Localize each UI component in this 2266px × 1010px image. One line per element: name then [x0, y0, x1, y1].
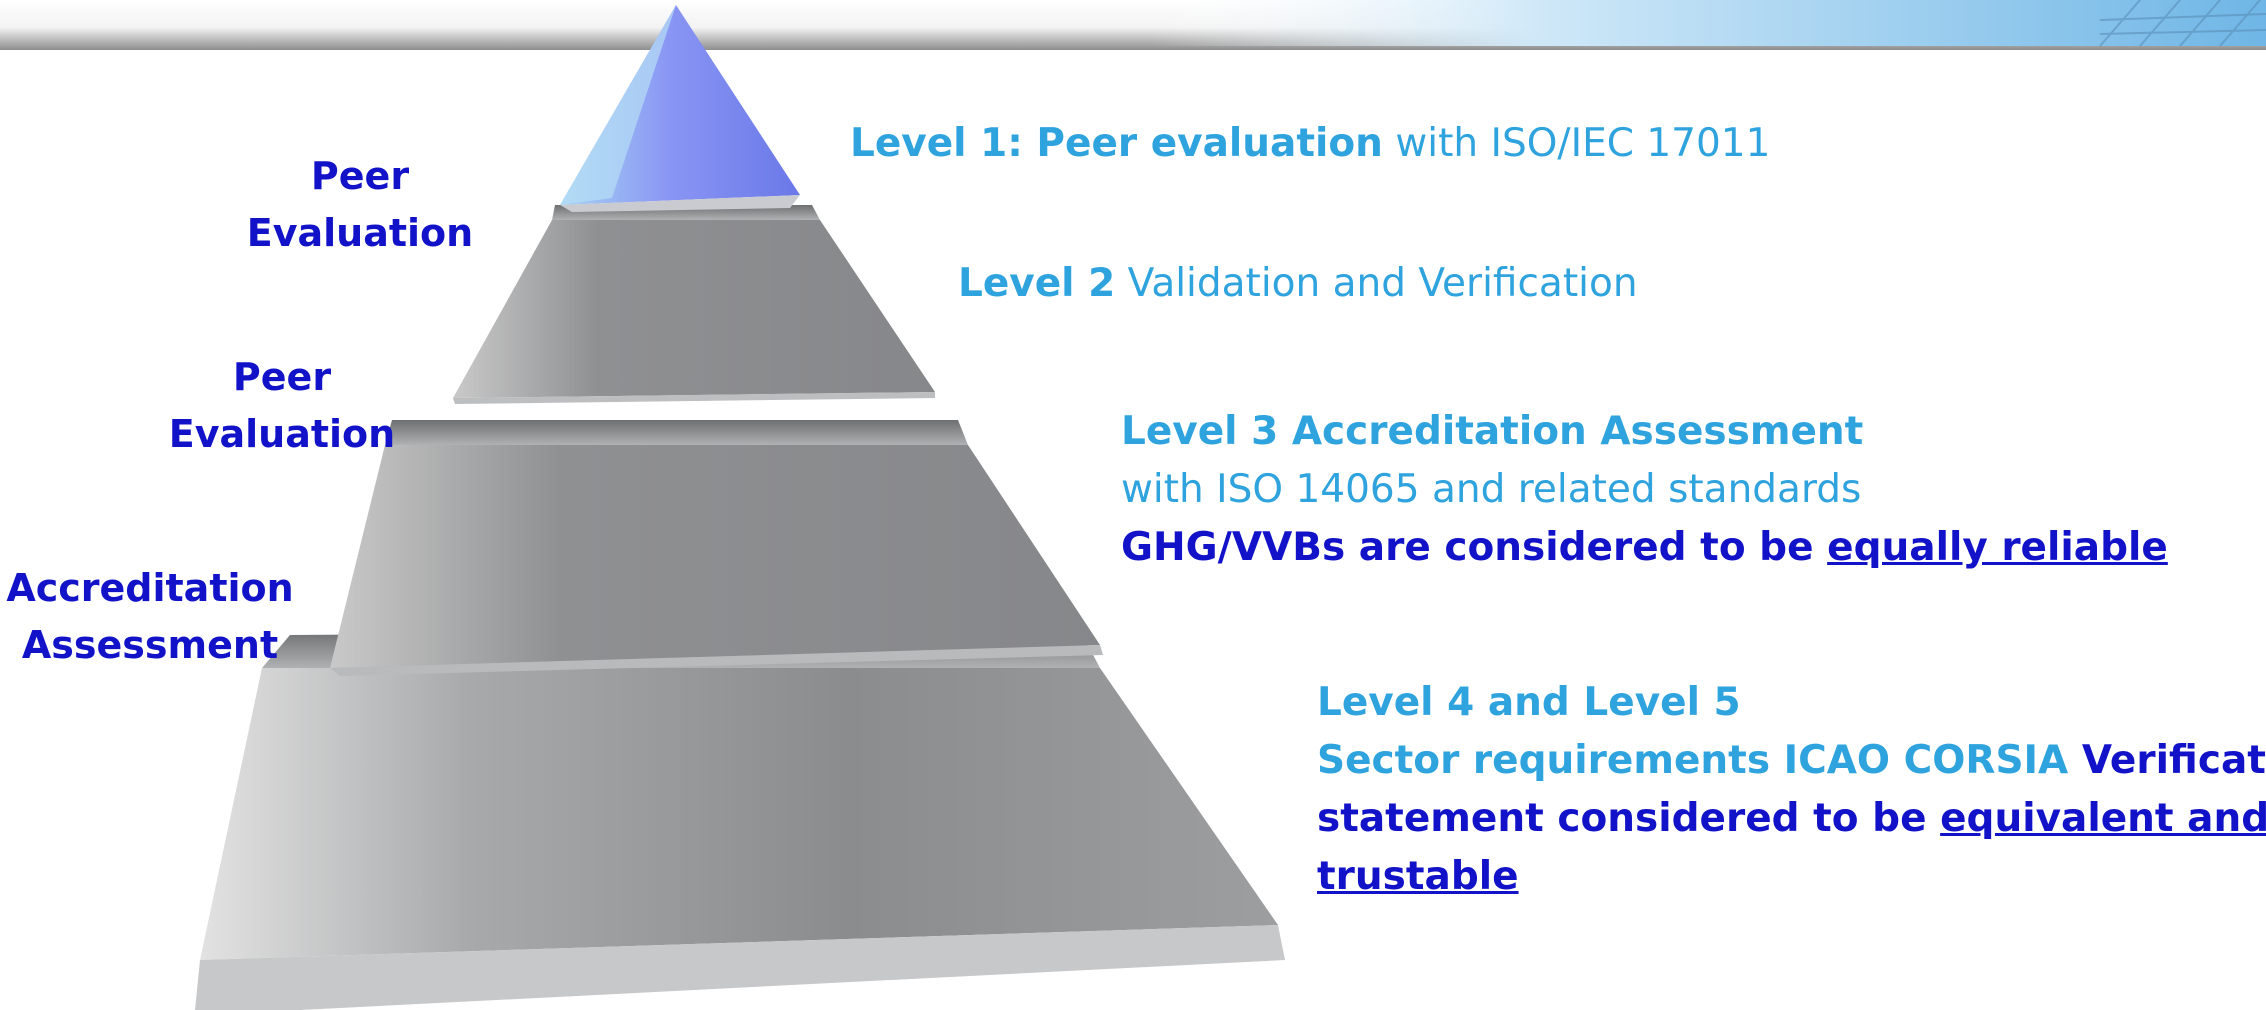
- building-image: [2099, 0, 2266, 47]
- level-1-text: Level 1: Peer evaluation with ISO/IEC 17…: [850, 115, 1770, 173]
- left-label-line: Assessment: [21, 623, 279, 667]
- pyramid-tier-upper: [453, 205, 935, 404]
- level-3-statement-emphasis: equally reliable: [1827, 525, 2168, 570]
- pyramid-tier-middle: [330, 420, 1103, 676]
- level-2-text: Level 2 Validation and Verification: [958, 255, 1638, 313]
- left-label-line: Peer: [310, 154, 410, 198]
- level-2-detail: Validation and Verification: [1115, 261, 1638, 306]
- level-4-5-title: Level 4 and Level 5: [1317, 680, 1741, 725]
- level-3-statement: GHG/VVBs are considered to be equally re…: [1121, 519, 2168, 577]
- level-4-5-text: Level 4 and Level 5 Sector requirements …: [1317, 674, 2266, 906]
- level-2-title: Level 2: [958, 261, 1116, 306]
- level-3-text: Level 3 Accreditation Assessment with IS…: [1121, 403, 2168, 577]
- header-banner: [0, 0, 2266, 50]
- level-4-5-statement-emphasis: equivalent and: [1940, 796, 2266, 841]
- pyramid-apex: [560, 5, 800, 212]
- level-4-5-statement: statement considered to be equivalent an…: [1317, 790, 2266, 848]
- level-4-5-sector: Sector requirements ICAO CORSIA: [1317, 738, 2082, 783]
- level-3-title: Level 3 Accreditation Assessment: [1121, 409, 1864, 454]
- level-1-title: Level 1: Peer evaluation: [850, 121, 1383, 166]
- level-3-statement-text: GHG/VVBs are considered to be: [1121, 525, 1828, 570]
- level-4-5-verification: Verification: [2081, 738, 2266, 783]
- left-label-line: Evaluation: [168, 412, 396, 456]
- level-4-5-statement-text: statement considered to be: [1317, 796, 1941, 841]
- level-4-5-sector-line: Sector requirements ICAO CORSIA Verifica…: [1317, 732, 2266, 790]
- left-label-line: Peer: [232, 355, 332, 399]
- pyramid-tier-bottom: [195, 630, 1285, 1010]
- left-label-line: Evaluation: [246, 211, 474, 255]
- left-label-line: Accreditation: [6, 566, 294, 610]
- left-label-peer-evaluation-top: Peer Evaluation: [225, 148, 495, 262]
- left-label-peer-evaluation-middle: Peer Evaluation: [147, 349, 417, 463]
- level-3-standards: with ISO 14065 and related standards: [1121, 467, 1862, 512]
- level-4-5-trustable: trustable: [1317, 854, 1519, 899]
- level-1-detail: with ISO/IEC 17011: [1382, 121, 1771, 166]
- left-label-accreditation-assessment: Accreditation Assessment: [5, 560, 295, 674]
